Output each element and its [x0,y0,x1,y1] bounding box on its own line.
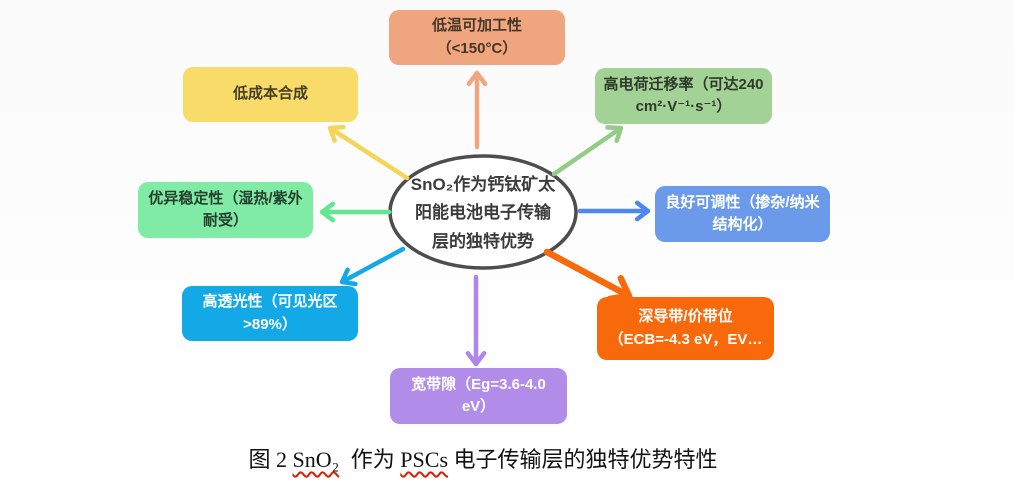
advantage-label: 宽带隙（Eg=3.6-4.0 eV） [411,375,546,416]
advantage-label: 优异稳定性（湿热/紫外 耐受） [148,189,303,230]
figure-caption: 图 2 SnO₂ 作为 PSCs 电子传输层的独特优势特性 [0,442,966,474]
advantage-box-tunability: 良好可调性（掺杂/纳米 结构化） [655,186,830,242]
advantage-label: 深导带/价带位 （ECB=-4.3 eV，EV… [608,308,763,348]
caption-term-pscs: PSCs [400,447,449,472]
central-topic-label: SnO₂作为钙钛矿太 阳能电池电子传输 层的独特优势 [410,175,556,251]
caption-prefix: 图 2 [248,447,287,472]
caption-term-sno2: SnO₂ [292,447,340,472]
advantage-label: 低成本合成 [232,85,308,103]
caption-suffix: 电子传输层的独特优势特性 [453,447,718,472]
advantage-label: 良好可调性（掺杂/纳米 结构化） [665,193,820,234]
advantage-box-low-cost: 低成本合成 [183,67,358,122]
advantage-label: 高透光性（可见光区 >89%） [202,293,338,333]
advantage-box-bandgap: 宽带隙（Eg=3.6-4.0 eV） [390,368,567,424]
advantage-box-band-position: 深导带/价带位 （ECB=-4.3 eV，EV… [597,297,774,360]
advantage-label: 低温可加工性 （<150°C） [431,17,522,57]
advantage-label: 高电荷迁移率（可达240 cm²·V⁻¹·s⁻¹） [603,75,764,116]
advantage-box-transparency: 高透光性（可见光区 >89%） [182,286,358,341]
caption-middle: 作为 [350,447,395,472]
advantage-box-stability: 优异稳定性（湿热/紫外 耐受） [138,182,313,238]
advantage-box-mobility: 高电荷迁移率（可达240 cm²·V⁻¹·s⁻¹） [595,68,772,124]
advantage-box-low-temp: 低温可加工性 （<150°C） [389,10,565,65]
